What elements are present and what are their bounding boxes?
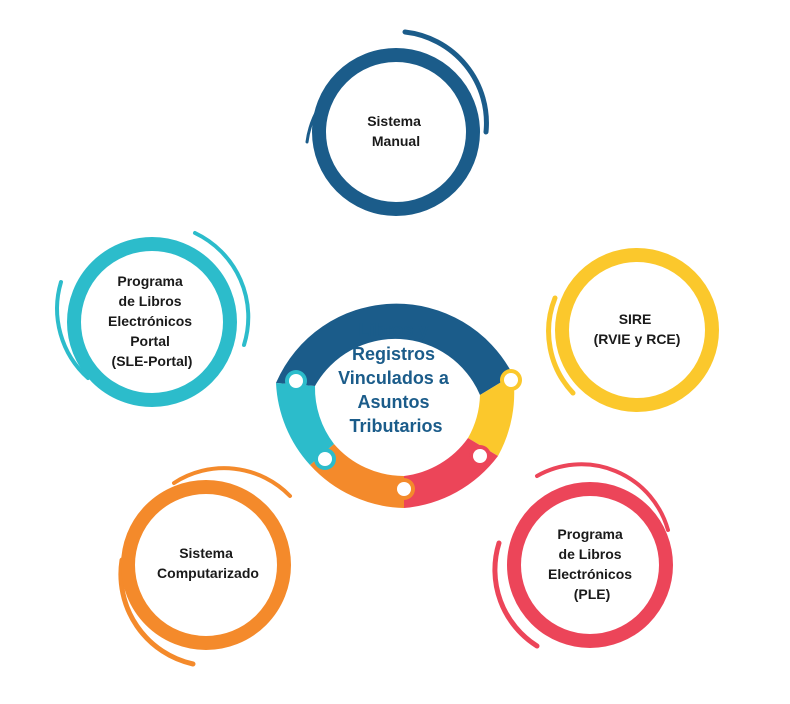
node-sle-portal: Programa de Libros Electrónicos Portal (… bbox=[55, 231, 251, 407]
outer-arc bbox=[193, 231, 251, 347]
ring-segment-navy bbox=[276, 303, 513, 395]
outer-arc bbox=[118, 557, 196, 667]
ring-connector-dot bbox=[314, 448, 336, 470]
node-ring bbox=[507, 482, 673, 648]
ring-segment-yellow bbox=[468, 375, 515, 456]
node-ring bbox=[67, 237, 237, 407]
outer-arc bbox=[546, 295, 576, 396]
node-label: Sistema Computarizado bbox=[157, 545, 259, 581]
outer-arc bbox=[55, 280, 90, 380]
node-sistema-manual: Sistema Manual bbox=[305, 29, 489, 216]
node-ring bbox=[121, 480, 291, 650]
outer-arc bbox=[492, 540, 540, 649]
ring-connector-dot bbox=[500, 369, 522, 391]
outer-arc bbox=[535, 462, 670, 532]
ring-connector-dot bbox=[285, 370, 307, 392]
node-sire: SIRE (RVIE y RCE) bbox=[546, 248, 719, 412]
outer-arc bbox=[402, 29, 489, 135]
ring-connector-dot bbox=[469, 445, 491, 467]
center-ring: Libros y Registros Vinculados a Asuntos … bbox=[276, 303, 522, 508]
node-label: Programa de Libros Electrónicos (PLE) bbox=[548, 526, 636, 602]
node-ple: Programa de Libros Electrónicos (PLE) bbox=[492, 462, 673, 649]
outer-arc bbox=[172, 466, 292, 498]
center-title-line: Asuntos bbox=[357, 392, 429, 412]
ring-connector-dot bbox=[393, 478, 415, 500]
center-title-line: Libros y bbox=[358, 320, 428, 340]
node-sistema-computarizado: Sistema Computarizado bbox=[118, 466, 292, 667]
node-label: Programa de Libros Electrónicos Portal (… bbox=[108, 273, 196, 369]
ring-segment-teal bbox=[276, 383, 334, 465]
node-label: SIRE (RVIE y RCE) bbox=[594, 311, 681, 347]
node-ring bbox=[312, 48, 480, 216]
center-title-line: Tributarios bbox=[349, 416, 442, 436]
center-title-line: Registros bbox=[352, 344, 435, 364]
node-ring bbox=[555, 248, 719, 412]
node-label: Sistema Manual bbox=[367, 113, 425, 149]
center-title-line: Vinculados a bbox=[338, 368, 450, 388]
center-title: Libros y Registros Vinculados a Asuntos … bbox=[338, 320, 454, 436]
